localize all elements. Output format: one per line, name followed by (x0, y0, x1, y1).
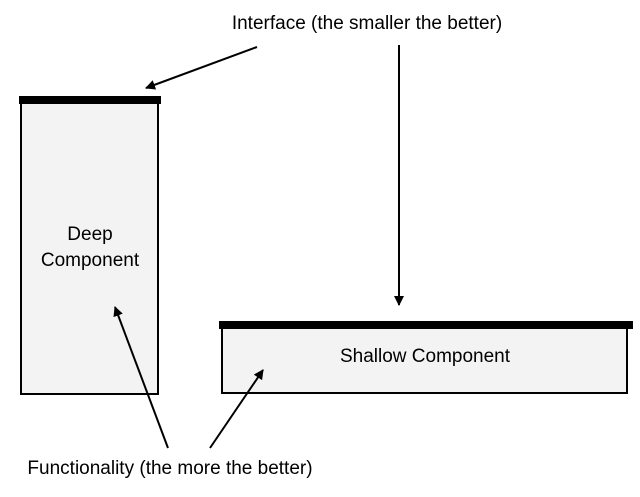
functionality-arrow-to-deep (113, 306, 169, 449)
shallow-component-box (221, 324, 628, 394)
shallow-component-label: Shallow Component (340, 346, 511, 367)
interface-arrow-to-deep (145, 46, 258, 90)
deep-component-label-line2: Component (41, 250, 140, 271)
deep-component-label-line1: Deep (67, 224, 112, 245)
functionality-arrow-to-shallow (209, 369, 264, 449)
functionality-label: Functionality (the more the better) (27, 458, 312, 479)
deep-component-box (20, 99, 159, 395)
interface-label: Interface (the smaller the better) (232, 13, 502, 34)
